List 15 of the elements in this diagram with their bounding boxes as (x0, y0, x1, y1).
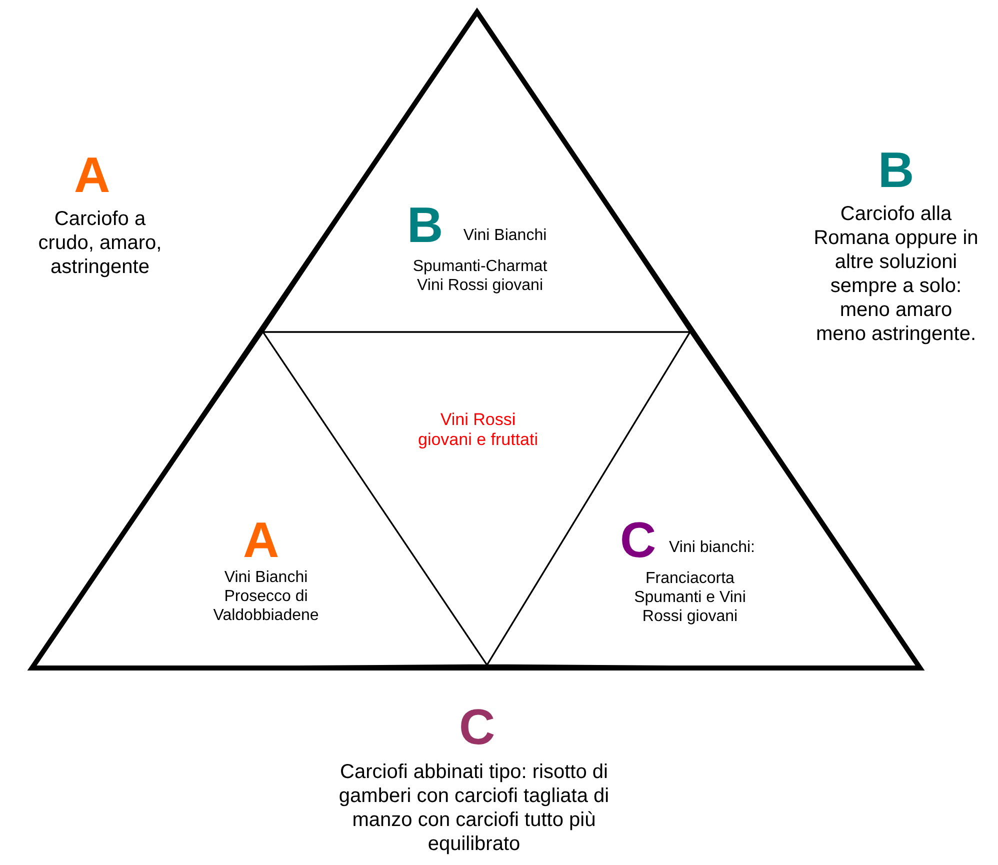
wine-text: Vini Bianchi Prosecco di Valdobbiadene (212, 568, 320, 626)
description-text: Carciofo a crudo, amaro, astringente (37, 207, 163, 279)
letter-label: C (618, 515, 658, 565)
wine-text: Vini Bianchi (462, 226, 548, 246)
description-text: Carciofo alla Romana oppure in altre soluzioni sempre a solo: meno amaro meno astringente. (814, 202, 978, 346)
letter-label: B (876, 145, 916, 195)
wine-text: Vini bianchi: (668, 538, 756, 558)
wine-text: Spumanti-Charmat Vini Rossi giovani (412, 257, 548, 296)
description-text: Carciofi abbinati tipo: risotto di gamberi con carciofi tagliata di manzo con carciofi tutto più equilibrato (338, 760, 610, 856)
wine-text: Vini Rossi giovani e fruttati (418, 410, 538, 451)
wine-text: Franciacorta Spumanti e Vini Rossi giovani (633, 569, 747, 627)
letter-label: B (406, 200, 444, 250)
letter-label: A (242, 515, 280, 565)
letter-label: A (72, 150, 112, 200)
letter-label: C (458, 702, 496, 752)
